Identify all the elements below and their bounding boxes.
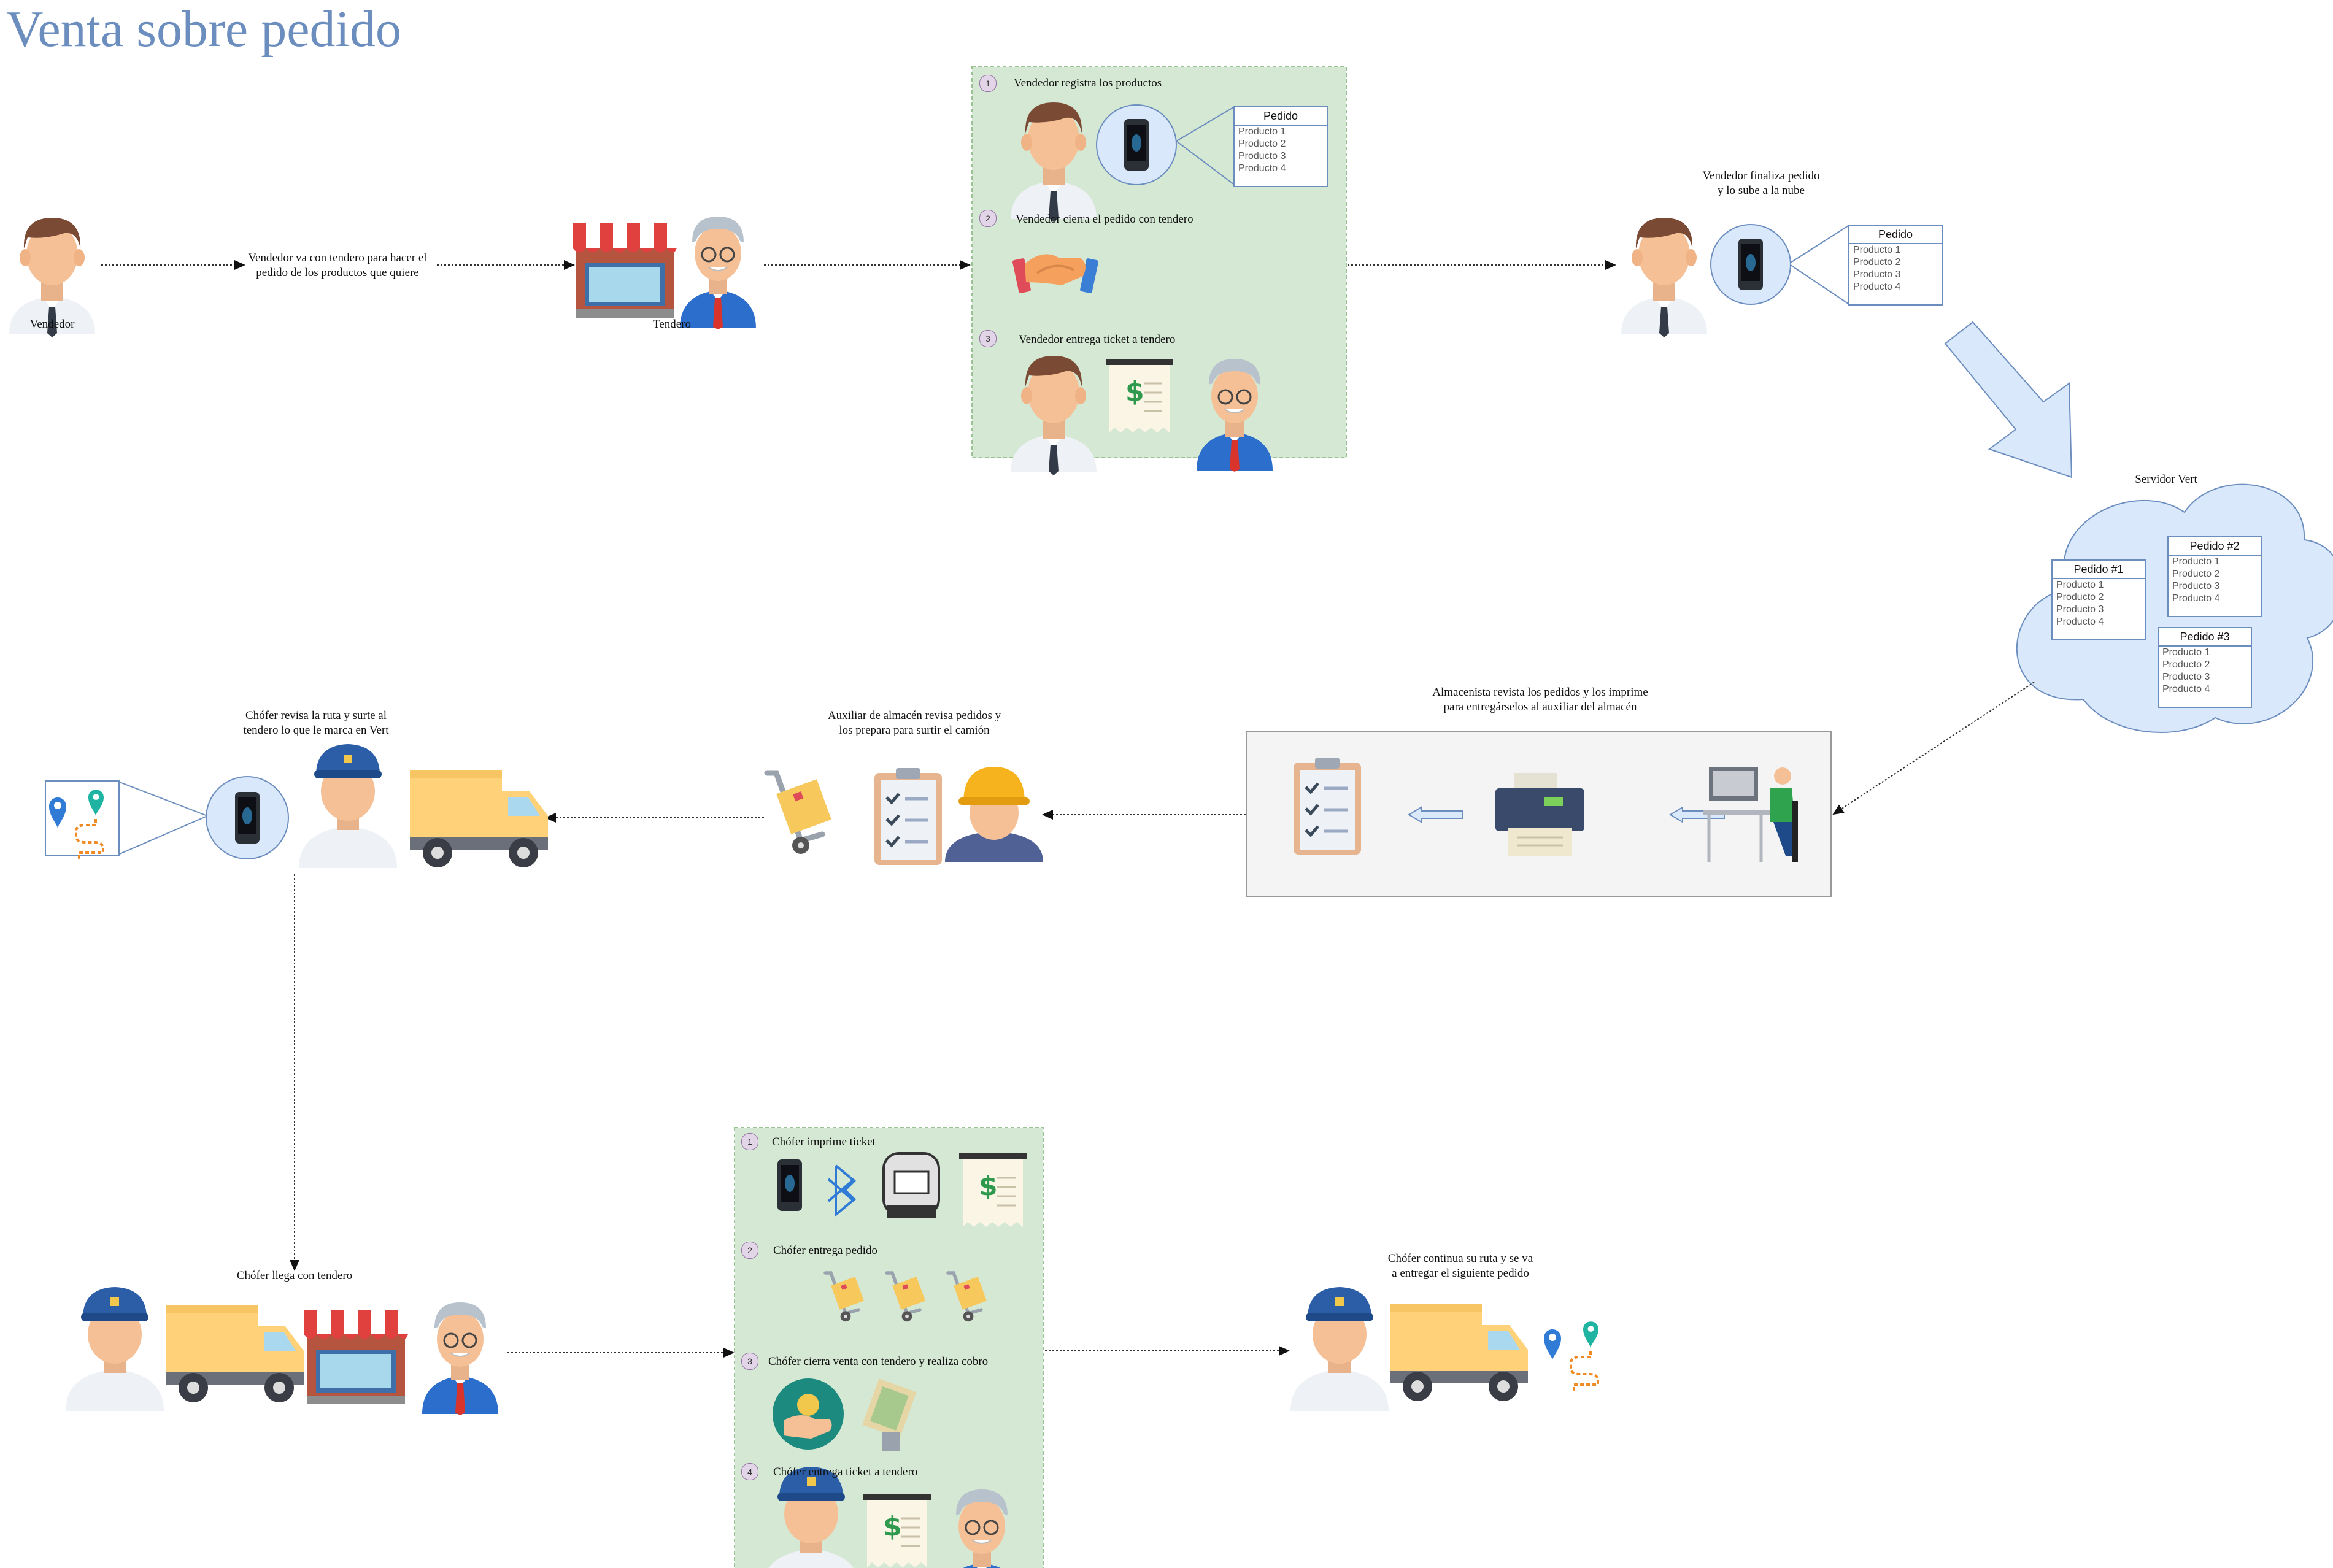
step-number: 3: [979, 330, 997, 347]
step-number: 2: [979, 210, 997, 227]
label-almacenista: Almacenista revista los pedidos y los im…: [1432, 686, 1648, 713]
phone-icon: [235, 792, 260, 844]
pedido-row: Producto 2: [2162, 659, 2210, 670]
pedido-row: Producto 4: [1853, 282, 1901, 292]
pedido-row: Producto 3: [1238, 151, 1286, 161]
clipboard-icon: [1294, 758, 1361, 855]
money-handshake-icon: [773, 1378, 844, 1450]
step-label: Vendedor entrega ticket a tendero: [1019, 333, 1176, 346]
pedido-row: Producto 2: [2172, 569, 2220, 579]
pedido-row: Producto 1: [1853, 245, 1901, 255]
chofer-icon: [299, 744, 397, 868]
step-number: 1: [741, 1133, 758, 1150]
pedido-row: Producto 3: [2162, 672, 2210, 682]
pedido-row: Producto 3: [2172, 581, 2220, 591]
step-number: 3: [741, 1353, 758, 1370]
store-icon: [304, 1310, 408, 1404]
truck-icon: [410, 770, 548, 867]
pedido-row: Producto 4: [2172, 593, 2220, 604]
store-icon: [573, 223, 677, 318]
step-label: Chófer imprime ticket: [772, 1136, 876, 1148]
pedido-header: Pedido #3: [2159, 628, 2251, 647]
pedido-table: Pedido #1 Producto 1 Producto 2 Producto…: [2051, 559, 2146, 640]
clipboard-icon: [874, 768, 942, 865]
truck-icon: [1390, 1304, 1528, 1401]
handtruck-icon: [767, 773, 831, 854]
pedido-table: Pedido Producto 1 Producto 2 Producto 3 …: [1848, 225, 1943, 306]
tendero-icon: [679, 215, 757, 331]
step-number: 2: [741, 1242, 758, 1259]
pedido-table: Pedido #2 Producto 1 Producto 2 Producto…: [2167, 536, 2262, 617]
pedido-table: Pedido Producto 1 Producto 2 Producto 3 …: [1233, 106, 1328, 187]
pedido-header: Pedido: [1235, 107, 1327, 126]
pedido-row: Producto 4: [1238, 163, 1286, 174]
phone-icon: [1738, 239, 1763, 290]
chofer-icon: [1290, 1287, 1389, 1411]
route-icon: [1543, 1320, 1600, 1392]
ticket-icon: [958, 1152, 1028, 1228]
pedido-row: Producto 2: [1853, 257, 1901, 267]
ticket-icon: [1105, 358, 1174, 434]
pedido-row: Producto 1: [1238, 126, 1286, 137]
step-label: Chófer entrega pedido: [773, 1244, 877, 1257]
pedido-row: Producto 3: [2056, 604, 2104, 615]
pedido-header: Pedido #2: [2169, 537, 2261, 556]
pedido-row: Producto 1: [2172, 556, 2220, 567]
truck-icon: [166, 1305, 304, 1402]
step-number: 4: [741, 1463, 758, 1480]
step-number: 1: [979, 75, 997, 92]
label-tendero: Tendero: [653, 318, 691, 331]
pedido-table: Pedido #3 Producto 1 Producto 2 Producto…: [2158, 627, 2252, 708]
label-servidor: Servidor Vert: [2135, 473, 2197, 486]
label-chofer-llega: Chófer llega con tendero: [236, 1269, 353, 1282]
bluetooth-icon: [827, 1164, 856, 1218]
label-vendedor-finaliza: Vendedor finaliza pedido y lo sube a la …: [1702, 169, 1820, 197]
pedido-header: Pedido #1: [2053, 561, 2145, 579]
pedido-row: Producto 2: [2056, 592, 2104, 602]
label-chofer-revisa: Chófer revisa la ruta y surte al tendero…: [243, 709, 389, 737]
pedido-row: Producto 1: [2056, 580, 2104, 590]
pedido-row: Producto 3: [1853, 269, 1901, 280]
label-vendedor-va: Vendedor va con tendero para hacer el pe…: [248, 252, 427, 279]
big-arrow: [1944, 321, 2073, 478]
cash-hand-icon: [862, 1378, 917, 1451]
label-chofer-continua: Chófer continua su ruta y se va a entreg…: [1387, 1252, 1533, 1280]
phone-icon: [777, 1159, 802, 1211]
step-label: Chófer cierra venta con tendero y realiz…: [768, 1355, 989, 1368]
step-label: Vendedor cierra el pedido con tendero: [1016, 213, 1193, 226]
pedido-row: Producto 2: [1238, 139, 1286, 149]
mobile-printer-icon: [882, 1152, 940, 1218]
pedido-row: Producto 4: [2162, 684, 2210, 694]
page-title: Venta sobre pedido: [6, 1, 401, 58]
step-label: Vendedor registra los productos: [1014, 77, 1162, 90]
pedido-row: Producto 4: [2056, 617, 2104, 627]
step-label: Chófer entrega ticket a tendero: [773, 1466, 918, 1478]
vendedor-icon: [1621, 218, 1707, 337]
pedido-header: Pedido: [1849, 226, 1942, 244]
tendero-icon: [421, 1301, 499, 1416]
label-auxiliar: Auxiliar de almacén revisa pedidos y los…: [827, 709, 1001, 737]
chofer-icon: [66, 1287, 164, 1411]
ticket-icon: [862, 1493, 932, 1568]
label-vendedor: Vendedor: [29, 318, 75, 331]
phone-icon: [1124, 119, 1149, 171]
pedido-row: Producto 1: [2162, 647, 2210, 658]
